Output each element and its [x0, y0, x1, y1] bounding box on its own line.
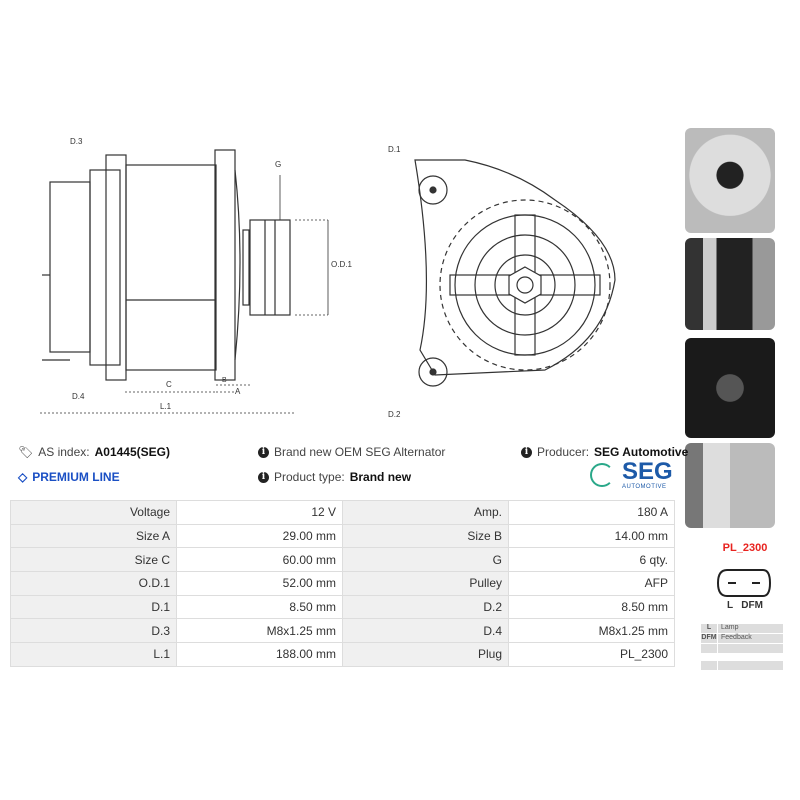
- spec-value: 29.00 mm: [176, 523, 343, 549]
- spec-label: Size A: [10, 523, 177, 549]
- info-icon: i: [258, 446, 269, 458]
- description: i Brand new OEM SEG Alternator: [258, 445, 445, 459]
- spec-value: 8.50 mm: [176, 594, 343, 620]
- spec-label: L.1: [10, 642, 177, 667]
- spec-label: G: [342, 547, 509, 573]
- producer: i Producer: SEG Automotive: [521, 445, 688, 459]
- spec-value: 60.00 mm: [176, 547, 343, 573]
- spec-value: 14.00 mm: [508, 523, 675, 549]
- pin-function: Lamp: [718, 624, 783, 633]
- seg-logo-sub: AUTOMOTIVE: [622, 484, 667, 490]
- info-icon: i: [258, 471, 269, 483]
- spec-label: Pulley: [342, 571, 509, 596]
- diamond-icon: ◇: [18, 470, 28, 484]
- spec-label: D.2: [342, 594, 509, 620]
- spec-label: O.D.1: [10, 571, 177, 596]
- label-d1: D.1: [388, 145, 401, 154]
- premium-line-badge: ◇ PREMIUM LINE: [18, 470, 120, 484]
- spec-label: Plug: [342, 642, 509, 667]
- label-b: B: [222, 377, 227, 384]
- as-index: 🏷 AS index: A01445(SEG): [18, 445, 170, 459]
- product-photo-front[interactable]: [685, 443, 775, 528]
- seg-logo: SEG AUTOMOTIVE: [590, 458, 676, 492]
- producer-label: Producer:: [537, 445, 590, 459]
- label-c: C: [166, 380, 172, 389]
- spec-value: PL_2300: [508, 642, 675, 667]
- pin-code: DFM: [701, 634, 717, 643]
- plug-legend-row: [701, 644, 783, 653]
- producer-value: SEG Automotive: [594, 445, 689, 459]
- label-d4: D.4: [72, 392, 85, 401]
- label-a: A: [235, 387, 241, 396]
- tag-icon: 🏷: [18, 445, 34, 459]
- spec-value: 6 qty.: [508, 547, 675, 573]
- info-icon: i: [521, 446, 532, 458]
- pin-function: Feedback: [718, 634, 783, 643]
- seg-logo-text: SEG: [622, 458, 673, 485]
- front-view-drawing: [414, 159, 616, 387]
- spec-value: 12 V: [176, 500, 343, 525]
- plug-pins: L DFM: [727, 600, 763, 611]
- side-view-drawing: [40, 149, 329, 414]
- pin-code: [701, 644, 717, 653]
- label-od1: O.D.1: [331, 260, 352, 269]
- spec-label: Voltage: [10, 500, 177, 525]
- spec-value: 188.00 mm: [176, 642, 343, 667]
- spec-label: Amp.: [342, 500, 509, 525]
- pin-code: [701, 661, 717, 670]
- pin-code: L: [701, 624, 717, 633]
- label-d2: D.2: [388, 410, 401, 419]
- spec-value: 180 A: [508, 500, 675, 525]
- pin-function: [718, 661, 783, 670]
- label-g: G: [275, 160, 282, 169]
- plug-legend-row: [701, 661, 783, 670]
- seg-logo-ring: [590, 463, 614, 487]
- product-type: i Product type: Brand new: [258, 470, 411, 484]
- product-photo-back[interactable]: [685, 338, 775, 438]
- product-type-value: Brand new: [349, 470, 412, 484]
- spec-label: Size C: [10, 547, 177, 573]
- label-d3: D.3: [70, 137, 83, 146]
- spec-label: D.1: [10, 594, 177, 620]
- label-l1: L.1: [160, 402, 172, 411]
- spec-value: M8x1.25 mm: [508, 618, 675, 644]
- spec-value: M8x1.25 mm: [176, 618, 343, 644]
- product-type-label: Product type:: [274, 470, 345, 484]
- as-index-label: AS index:: [38, 445, 90, 459]
- pin-function: [718, 644, 783, 653]
- spec-label: D.4: [342, 618, 509, 644]
- plug-connector-icon: [716, 569, 772, 597]
- spec-value: AFP: [508, 571, 675, 596]
- spec-value: 8.50 mm: [508, 594, 675, 620]
- spec-value: 52.00 mm: [176, 571, 343, 596]
- plug-name: PL_2300: [722, 542, 768, 554]
- product-photo-rear[interactable]: [685, 128, 775, 233]
- as-index-value: A01445(SEG): [94, 445, 170, 459]
- description-text: Brand new OEM SEG Alternator: [274, 445, 446, 459]
- product-photo-side[interactable]: [685, 238, 775, 330]
- spec-label: Size B: [342, 523, 509, 549]
- spec-label: D.3: [10, 618, 177, 644]
- premium-label: PREMIUM LINE: [32, 470, 120, 484]
